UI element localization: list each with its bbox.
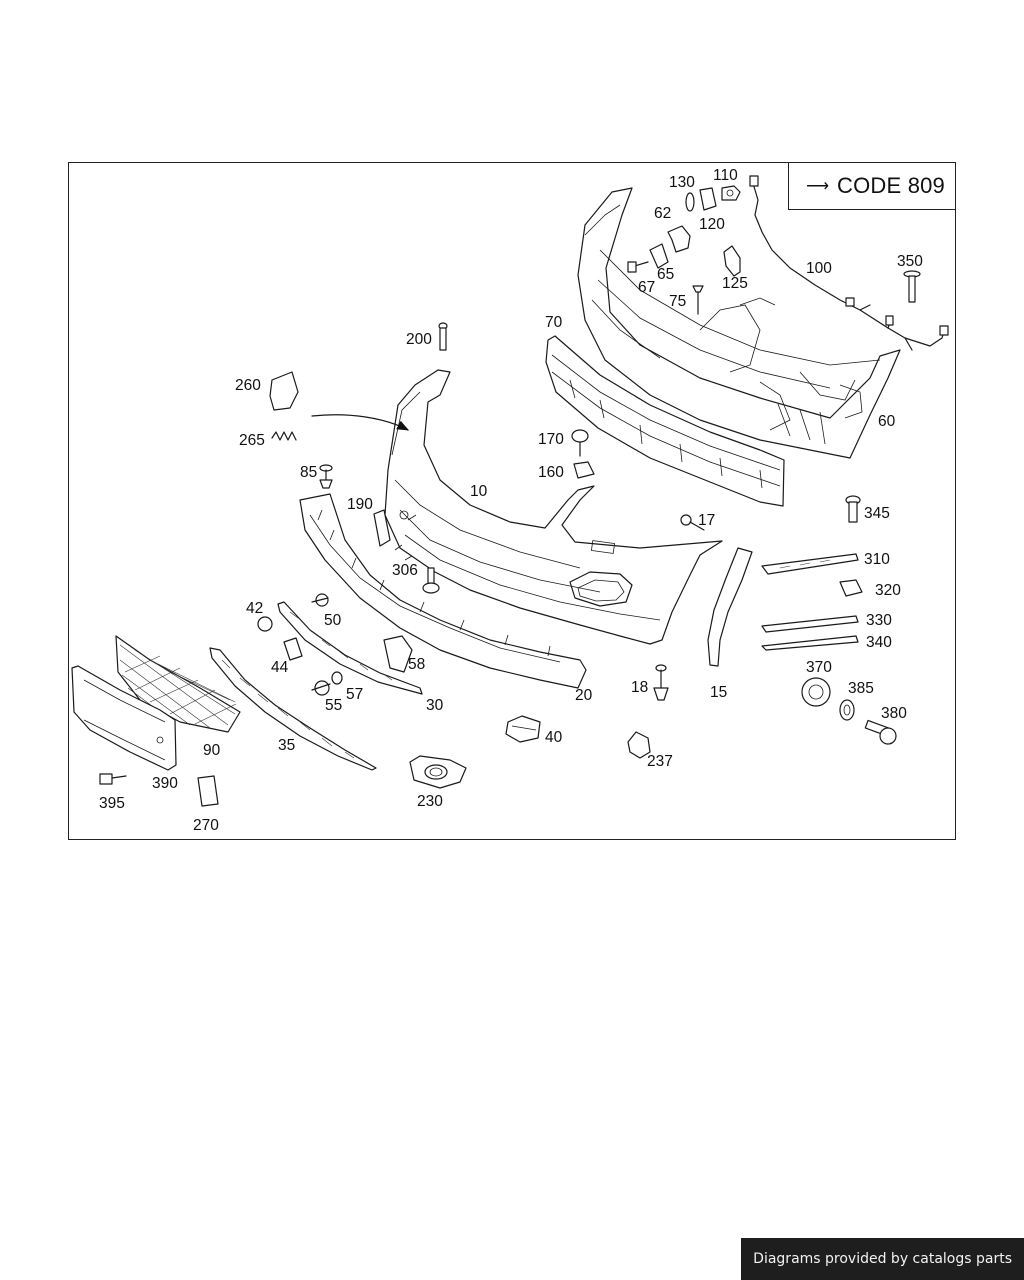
callout-17: 17: [698, 512, 715, 529]
callout-30: 30: [426, 697, 444, 714]
misc-fasteners: [99, 322, 705, 807]
callout-230: 230: [417, 793, 443, 810]
callout-50: 50: [324, 612, 342, 629]
callout-345: 345: [864, 505, 890, 522]
callout-90: 90: [203, 742, 221, 759]
callout-120: 120: [699, 216, 725, 233]
callout-110: 110: [713, 167, 738, 184]
callout-15: 15: [710, 684, 727, 701]
callout-190: 190: [347, 496, 373, 513]
side-trim-part-15: [707, 547, 753, 667]
callout-395: 395: [99, 795, 125, 812]
pointer-arrow: [311, 414, 410, 431]
lower-grille-part-35: [209, 647, 377, 771]
callout-200: 200: [406, 331, 432, 348]
fastener-assembly-right: [801, 677, 897, 745]
callout-18: 18: [631, 679, 648, 696]
impact-beam-part-70: [545, 335, 785, 507]
bumper-cover-part-10: [384, 369, 723, 645]
callout-390: 390: [152, 775, 178, 792]
callout-60: 60: [878, 413, 896, 430]
callout-70: 70: [545, 314, 563, 331]
callout-55: 55: [325, 697, 342, 714]
callout-67: 67: [638, 279, 655, 296]
callout-57: 57: [346, 686, 363, 703]
nut-part-320: [839, 579, 863, 597]
callout-85: 85: [300, 464, 317, 481]
callout-35: 35: [278, 737, 295, 754]
callout-65: 65: [657, 266, 674, 283]
callout-265: 265: [239, 432, 265, 449]
clip-bracket-part-40: [505, 715, 541, 743]
callout-310: 310: [864, 551, 890, 568]
callout-330: 330: [866, 612, 892, 629]
callout-160: 160: [538, 464, 564, 481]
callout-labels: 10 15 17 18 20 30 35 40 42 44 50 55 57 5…: [99, 167, 923, 834]
callout-340: 340: [866, 634, 892, 651]
callout-306: 306: [392, 562, 418, 579]
callout-75: 75: [669, 293, 686, 310]
screw-part-345: [845, 495, 861, 523]
clip-part-237: [627, 731, 651, 759]
callout-270: 270: [193, 817, 219, 834]
callout-260: 260: [235, 377, 261, 394]
callout-350: 350: [897, 253, 923, 270]
callout-170: 170: [538, 431, 564, 448]
code-label: CODE 809: [837, 173, 945, 198]
callout-380: 380: [881, 705, 907, 722]
license-plate-holder-part-390: [71, 665, 177, 771]
small-parts-top: [627, 185, 921, 315]
callout-62: 62: [654, 205, 671, 222]
callout-40: 40: [545, 729, 563, 746]
arrow-right-icon: ⟶: [806, 178, 830, 195]
callout-100: 100: [806, 260, 832, 277]
trim-strips-right: [761, 553, 859, 651]
callout-20: 20: [575, 687, 593, 704]
callout-370: 370: [806, 659, 832, 676]
callout-58: 58: [408, 656, 425, 673]
footer-credit-banner: Diagrams provided by catalogs parts: [741, 1238, 1024, 1280]
lower-spoiler-part-20: [299, 493, 587, 689]
footer-credit-text: Diagrams provided by catalogs parts: [753, 1251, 1012, 1267]
callout-44: 44: [271, 659, 289, 676]
callout-125: 125: [722, 275, 748, 292]
grille-mesh-part-90: [115, 635, 241, 733]
callout-320: 320: [875, 582, 901, 599]
trim-strip-part-30: [277, 601, 423, 695]
callout-385: 385: [848, 680, 874, 697]
fog-lamp-frame-part-230: [409, 755, 467, 789]
front-carrier-part-60: [577, 187, 901, 459]
callout-10: 10: [470, 483, 488, 500]
callout-42: 42: [246, 600, 263, 617]
code-809-legend: ⟶ CODE 809: [788, 162, 956, 210]
callout-130: 130: [669, 174, 695, 191]
wiring-harness-part-100: [749, 175, 949, 351]
callout-237: 237: [647, 753, 673, 770]
